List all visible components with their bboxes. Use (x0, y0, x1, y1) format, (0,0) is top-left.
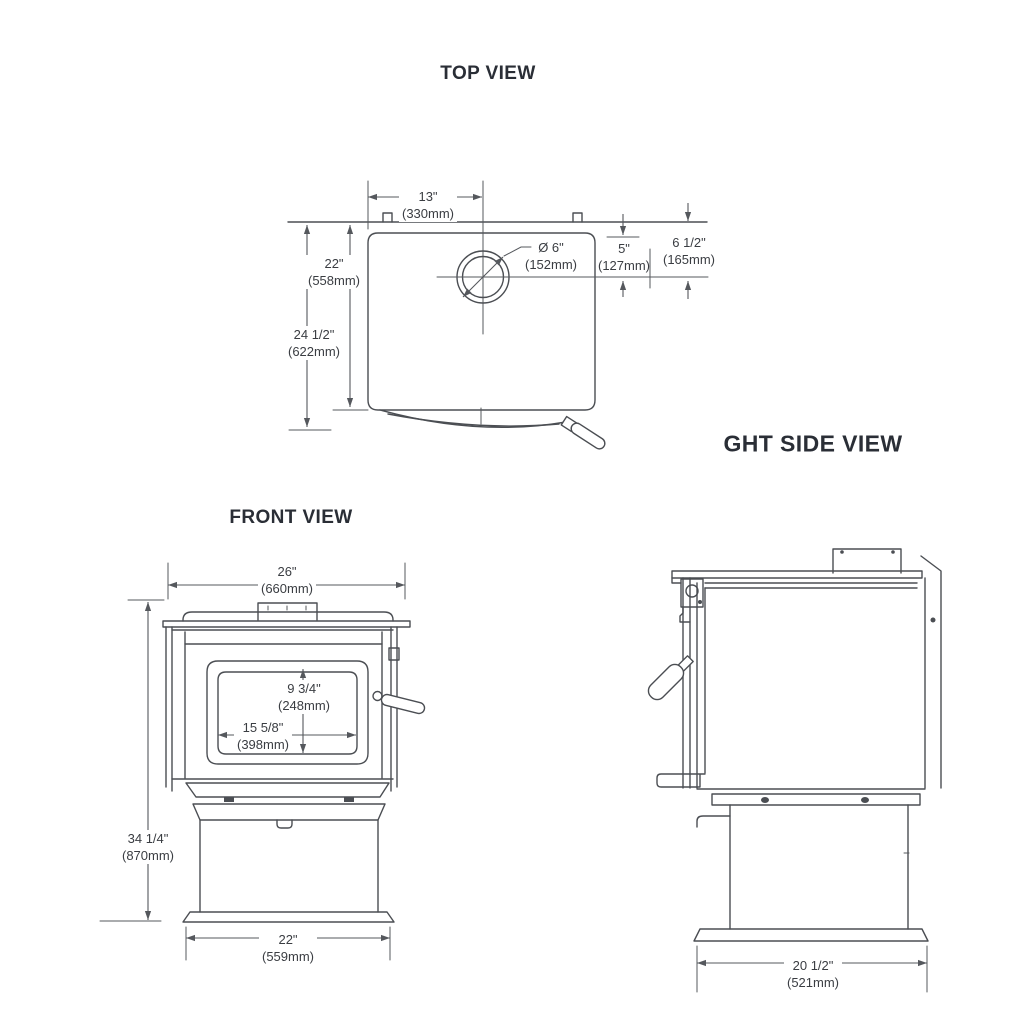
dim-label-glass-height: 9 3/4" (248mm) (274, 680, 334, 714)
dim-label-flue-offset-5: 5" (127mm) (598, 240, 650, 274)
top-plate-front (162, 620, 411, 628)
door-handle-front (380, 693, 426, 715)
curved-front-inner (387, 413, 560, 427)
dim-label-flue-diameter: Ø 6" (152mm) (525, 239, 577, 273)
dim-mm-value: (559mm) (261, 949, 315, 964)
dim-inches-value: 9 3/4" (287, 681, 321, 696)
dim-inches-value: 22" (278, 932, 298, 947)
dim-mm-value: (870mm) (121, 848, 175, 863)
dim-label-top-depth-overall: 24 1/2" (622mm) (284, 326, 344, 360)
flue-diameter-arrow (462, 256, 504, 298)
door-glass (217, 671, 358, 755)
door-handle-top (570, 422, 606, 450)
front-view-title: FRONT VIEW (229, 507, 353, 528)
stove-top-outline (367, 232, 596, 411)
dim-inches-value: 22" (324, 256, 344, 271)
door-hinge-side (680, 578, 704, 608)
handle-pivot-front (372, 690, 383, 702)
side-view-drawing (647, 548, 942, 993)
side-view-title: GHT SIDE VIEW (723, 430, 903, 457)
dim-label-base-width: 22" (559mm) (258, 931, 318, 965)
dim-mm-value: (330mm) (401, 206, 455, 221)
door-frame-outer (206, 660, 369, 765)
dim-mm-value: (152mm) (524, 257, 578, 272)
dim-label-height-overall: 34 1/4" (870mm) (118, 830, 178, 864)
dim-label-front-width: 26" (660mm) (257, 563, 317, 597)
door-handle-side (647, 663, 685, 701)
dim-inches-value: 15 5/8" (242, 720, 284, 735)
rear-tab-left (382, 212, 393, 223)
top-plate-side (671, 570, 923, 579)
dim-mm-value: (660mm) (260, 581, 314, 596)
dim-inches-value: 6 1/2" (672, 235, 706, 250)
dim-inches-value: 20 1/2" (792, 958, 834, 973)
pedestal-top-front (192, 803, 386, 821)
dim-label-top-width: 13" (330mm) (398, 188, 458, 222)
dim-inches-value: 13" (418, 189, 438, 204)
top-view-title: TOP VIEW (440, 63, 536, 84)
rear-tab-right (572, 212, 583, 223)
dim-mm-value: (558mm) (307, 273, 361, 288)
dim-inches-value: 34 1/4" (127, 831, 169, 846)
dim-mm-value: (165mm) (662, 252, 716, 267)
pedestal-top-side (711, 793, 921, 806)
dim-inches-value: Ø 6" (538, 240, 564, 255)
dim-inches-value: 24 1/2" (293, 327, 335, 342)
dim-label-glass-width: 15 5/8" (398mm) (233, 719, 293, 753)
dim-label-top-depth-body: 22" (558mm) (304, 255, 364, 289)
ash-lip-side (656, 773, 706, 788)
dim-label-base-depth: 20 1/2" (521mm) (783, 957, 843, 991)
pedestal-bracket-side (696, 815, 731, 828)
door-hinge-front (388, 647, 400, 661)
dim-label-flue-offset-6-5: 6 1/2" (165mm) (663, 234, 715, 268)
base-plate-front (182, 911, 395, 923)
pedestal-notch (276, 819, 293, 829)
rear-shield-side (920, 555, 942, 789)
front-view-drawing (99, 562, 426, 961)
dim-mm-value: (127mm) (597, 258, 651, 273)
flue-collar-side (832, 548, 902, 574)
dim-mm-value: (398mm) (236, 737, 290, 752)
base-plate-side (693, 928, 929, 942)
dim-mm-value: (622mm) (287, 344, 341, 359)
dim-inches-value: 5" (618, 241, 630, 256)
flue-leader-line (503, 246, 532, 257)
dim-inches-value: 26" (277, 564, 297, 579)
dim-mm-value: (521mm) (786, 975, 840, 990)
ash-lip-front (185, 782, 390, 798)
top-view-drawing (287, 180, 709, 450)
dim-mm-value: (248mm) (277, 698, 331, 713)
top-cover-front (182, 611, 394, 622)
